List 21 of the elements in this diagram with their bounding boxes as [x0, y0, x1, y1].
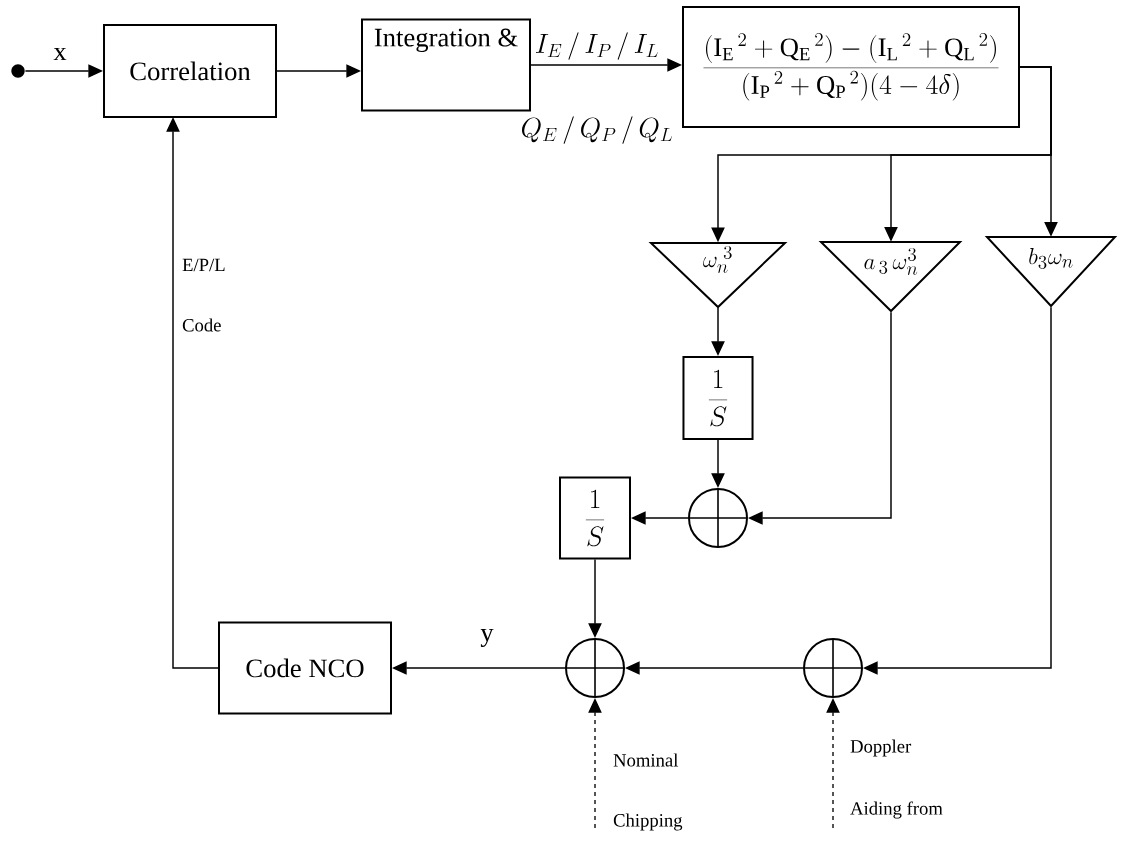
edge-label: $I_E\,/\,I_P\,/\,I_L$ [533, 30, 661, 62]
edge-label: E/P/L [180, 257, 227, 273]
text-label: Aiding from [850, 801, 943, 819]
text-label: Chipping [613, 813, 683, 831]
block-box: $\frac{(\mathrm{I_E}^{\,2}+\mathrm{Q_E}^{\,2})-(\mathrm{I_L}^{\,2}+\mathrm{Q_L}^{\,2})}{(\mathrm{I_P}^{\,2}+\mathrm{Q_P}^{\,2})(4-4\delta)}$ [682, 6, 1020, 128]
summing-junction [803, 638, 863, 698]
summing-junction [688, 488, 748, 548]
edge-label: x [52, 46, 68, 62]
block-box: Integration & [361, 18, 531, 112]
block-box: $\frac{1}{S}$ [682, 356, 754, 440]
text-label: Code [182, 318, 221, 332]
block-box: $\frac{1}{S}$ [559, 476, 631, 560]
edge-label: y [479, 627, 495, 649]
block-box: Correlation [103, 24, 277, 118]
summing-junction [565, 638, 625, 698]
text-label: Nominal [613, 753, 678, 767]
arrow [588, 698, 602, 829]
block-box: Code NCO [218, 621, 392, 715]
text-label: Doppler [850, 739, 912, 757]
arrow [826, 698, 840, 829]
text-label: $Q_E\,/\,Q_P\,/\,Q_L$ [521, 116, 672, 144]
